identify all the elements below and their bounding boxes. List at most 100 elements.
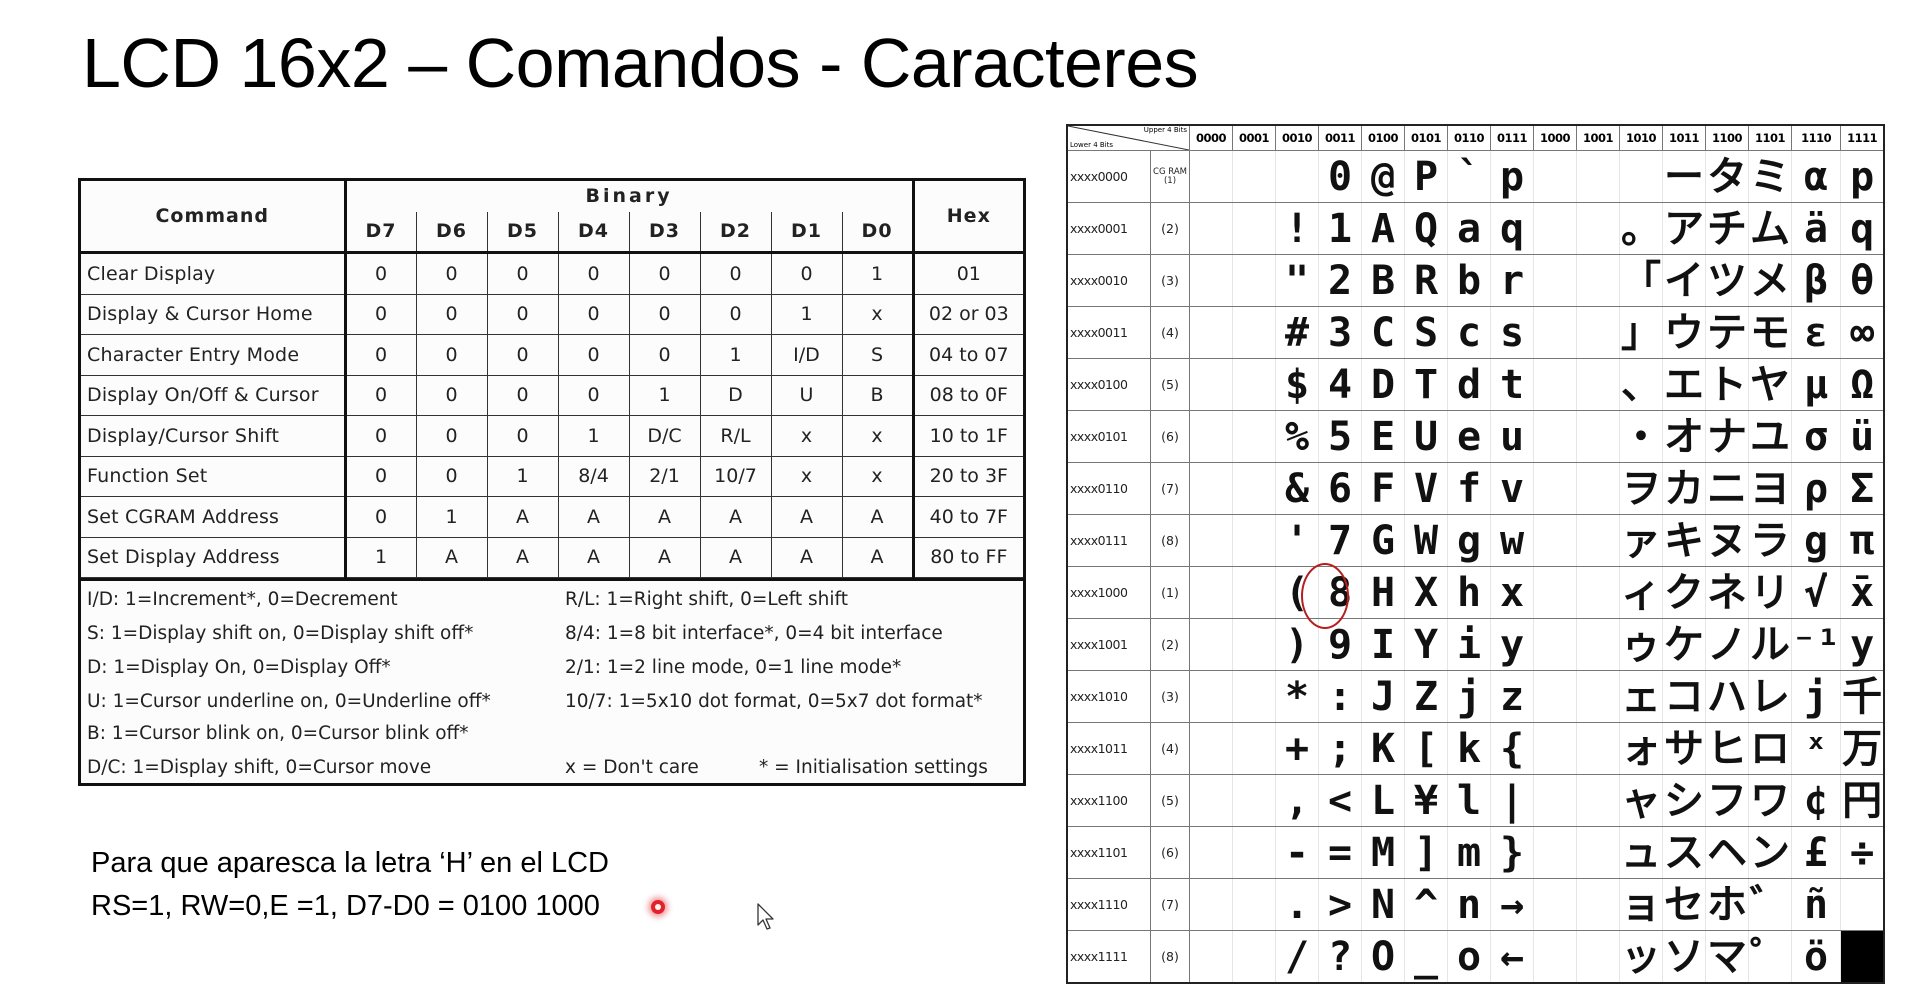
char-cell bbox=[1533, 878, 1577, 931]
char-cell: n bbox=[1447, 878, 1491, 931]
char-cell: マ bbox=[1705, 930, 1749, 984]
char-cell: p bbox=[1490, 150, 1534, 203]
char-cell: ホ bbox=[1705, 878, 1749, 931]
bit-cell: x bbox=[841, 293, 914, 335]
note-text: D: 1=Display On, 0=Display Off* bbox=[87, 657, 391, 678]
char-cell: ミ bbox=[1748, 150, 1792, 203]
bit-cell: 0 bbox=[415, 455, 488, 497]
command-notes: I/D: 1=Increment*, 0=Decrement S: 1=Disp… bbox=[81, 578, 1023, 786]
char-cell bbox=[1576, 566, 1620, 619]
char-cell: q bbox=[1490, 202, 1534, 255]
bit-cell: 8/4 bbox=[557, 455, 630, 497]
note-dont-care: x = Don't care bbox=[565, 757, 699, 778]
char-cell bbox=[1232, 878, 1276, 931]
bit-cell: 0 bbox=[628, 252, 701, 295]
char-cell: フ bbox=[1705, 774, 1749, 827]
char-cell: 円 bbox=[1840, 774, 1885, 827]
char-cell: モ bbox=[1748, 306, 1792, 359]
bit-cell: 0 bbox=[557, 252, 630, 295]
char-cell: ⁻¹ bbox=[1790, 618, 1842, 671]
bit-cell: D bbox=[699, 374, 772, 416]
bit-cell: x bbox=[770, 415, 843, 457]
char-cell bbox=[1619, 150, 1663, 203]
char-cell bbox=[1533, 254, 1577, 307]
char-cell: j bbox=[1790, 670, 1842, 723]
bit-cell: A bbox=[699, 496, 772, 538]
command-name: Display & Cursor Home bbox=[81, 293, 347, 335]
char-cell bbox=[1533, 930, 1577, 984]
char-cell: ゜ bbox=[1748, 930, 1792, 984]
bit-cell: x bbox=[841, 455, 914, 497]
char-cell: > bbox=[1318, 878, 1362, 931]
cgram-index: (2) bbox=[1150, 618, 1190, 671]
cgram-index: (5) bbox=[1150, 358, 1190, 411]
char-cell: ä bbox=[1790, 202, 1842, 255]
cgram-index: (7) bbox=[1150, 878, 1190, 931]
header-bit: D2 bbox=[699, 211, 772, 254]
char-cell: ア bbox=[1662, 202, 1706, 255]
char-cell bbox=[1533, 202, 1577, 255]
char-cell: σ bbox=[1790, 410, 1842, 463]
char-cell bbox=[1533, 566, 1577, 619]
bit-cell: A bbox=[557, 536, 630, 578]
char-cell bbox=[1232, 774, 1276, 827]
char-cell: m bbox=[1447, 826, 1491, 879]
char-cell bbox=[1232, 826, 1276, 879]
char-cell: V bbox=[1404, 462, 1448, 515]
bit-cell: I/D bbox=[770, 334, 843, 376]
char-cell: サ bbox=[1662, 722, 1706, 775]
char-cell: A bbox=[1361, 202, 1405, 255]
note-text: B: 1=Cursor blink on, 0=Cursor blink off… bbox=[87, 723, 469, 744]
bit-cell: 0 bbox=[415, 415, 488, 457]
char-cell bbox=[1576, 514, 1620, 567]
char-cell: % bbox=[1275, 410, 1319, 463]
char-cell bbox=[1533, 618, 1577, 671]
lower-bits-label: xxxx1011 bbox=[1066, 722, 1151, 775]
char-cell: - bbox=[1275, 826, 1319, 879]
char-cell: 2 bbox=[1318, 254, 1362, 307]
bit-cell: x bbox=[770, 455, 843, 497]
char-cell: ニ bbox=[1705, 462, 1749, 515]
char-cell: e bbox=[1447, 410, 1491, 463]
char-cell: z bbox=[1490, 670, 1534, 723]
char-cell: ネ bbox=[1705, 566, 1749, 619]
char-cell: L bbox=[1361, 774, 1405, 827]
lower-bits-label: xxxx1110 bbox=[1066, 878, 1151, 931]
char-cell: β bbox=[1790, 254, 1842, 307]
lower-bits-label: xxxx0001 bbox=[1066, 202, 1151, 255]
char-cell: o bbox=[1447, 930, 1491, 984]
char-cell: タ bbox=[1705, 150, 1749, 203]
bit-cell: 0 bbox=[486, 252, 559, 295]
char-cell: q bbox=[1840, 202, 1885, 255]
upper-bits-header: 1011 bbox=[1662, 124, 1706, 151]
char-row: xxxx1101(6)-=M]m}ュスヘン£÷ bbox=[1066, 826, 1885, 879]
char-cell: [ bbox=[1404, 722, 1448, 775]
char-cell: リ bbox=[1748, 566, 1792, 619]
char-cell bbox=[1533, 670, 1577, 723]
char-cell: ン bbox=[1748, 826, 1792, 879]
char-cell: 」 bbox=[1619, 306, 1663, 359]
highlight-circle-H bbox=[1301, 563, 1349, 629]
char-cell: l bbox=[1447, 774, 1491, 827]
char-cell: ォ bbox=[1619, 722, 1663, 775]
header-bit: D4 bbox=[557, 211, 630, 254]
char-cell: Y bbox=[1404, 618, 1448, 671]
lower-bits-label: xxxx0000 bbox=[1066, 150, 1151, 203]
bit-cell: A bbox=[486, 536, 559, 578]
char-cell: ` bbox=[1447, 150, 1491, 203]
bit-cell: 0 bbox=[344, 415, 417, 457]
char-cell: メ bbox=[1748, 254, 1792, 307]
char-cell: _ bbox=[1404, 930, 1448, 984]
char-cell: < bbox=[1318, 774, 1362, 827]
note-text: I/D: 1=Increment*, 0=Decrement bbox=[87, 589, 398, 610]
char-cell: ÷ bbox=[1840, 826, 1885, 879]
char-cell: s bbox=[1490, 306, 1534, 359]
char-cell: ュ bbox=[1619, 826, 1663, 879]
char-cell: ケ bbox=[1662, 618, 1706, 671]
char-cell bbox=[1232, 670, 1276, 723]
char-cell: = bbox=[1318, 826, 1362, 879]
